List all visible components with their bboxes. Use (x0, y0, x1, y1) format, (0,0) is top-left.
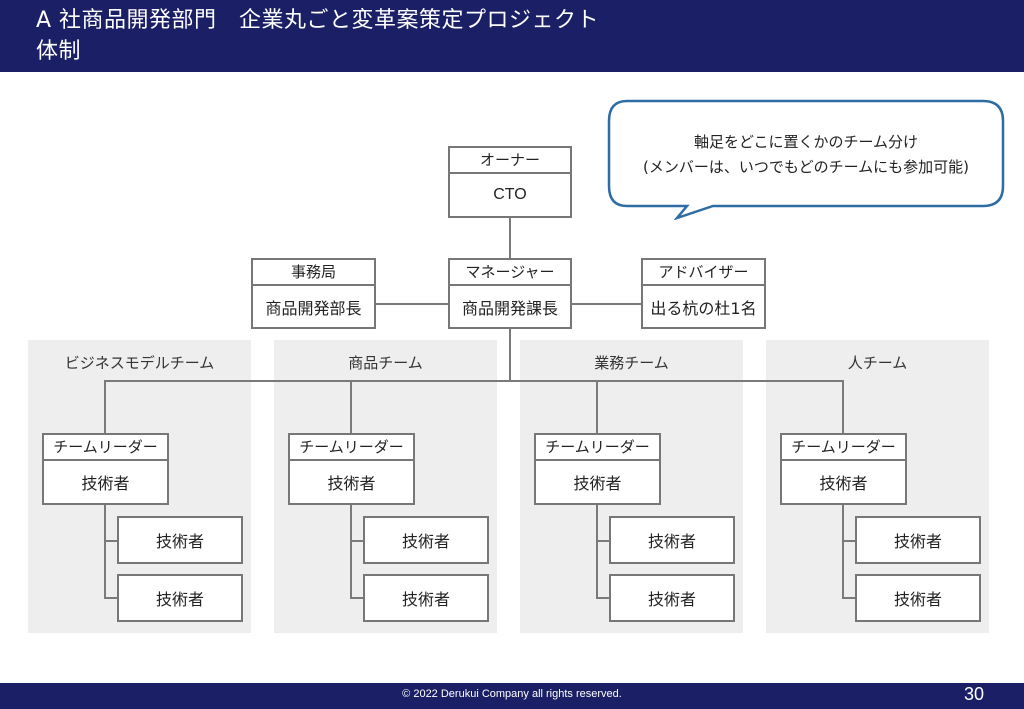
team2-leader-name: 技術者 (327, 474, 376, 493)
team1-member2-name: 技術者 (155, 590, 204, 609)
slide-title: A 社商品開発部門 企業丸ごと変革案策定プロジェクト 体制 (36, 5, 996, 67)
team1-member1-name: 技術者 (155, 532, 204, 551)
team-name-people: 人チーム (847, 354, 908, 372)
connector-team4-members (842, 505, 844, 598)
slide-title-line1: A 社商品開発部門 企業丸ごと変革案策定プロジェクト (36, 8, 600, 33)
team3-leader-box: チームリーダー 技術者 (534, 433, 661, 505)
connector-team1-members (104, 505, 106, 598)
team4-leader-role: チームリーダー (782, 435, 905, 461)
connector-team4-member1 (842, 540, 856, 542)
team-name-product: 商品チーム (348, 354, 423, 372)
team2-member2-name: 技術者 (401, 590, 450, 609)
advisor-name: 出る杭の杜1名 (650, 298, 757, 318)
team3-member1-box: 技術者 (609, 516, 735, 564)
team4-member2-name: 技術者 (893, 590, 942, 609)
team3-leader-role: チームリーダー (536, 435, 659, 461)
connector-team3-member2 (596, 597, 610, 599)
connector-bus-team4 (842, 380, 844, 434)
team2-member1-name: 技術者 (401, 532, 450, 551)
owner-name: CTO (493, 186, 527, 203)
team4-member1-box: 技術者 (855, 516, 981, 564)
connector-team1-member1 (104, 540, 118, 542)
callout-line2: (メンバーは、いつでもどのチームにも参加可能) (643, 158, 969, 176)
connector-team-bus (104, 380, 843, 382)
team3-member2-name: 技術者 (647, 590, 696, 609)
page-number: 30 (963, 684, 984, 704)
callout-text: 軸足をどこに置くかのチーム分け (メンバーは、いつでもどのチームにも参加可能) (612, 130, 1000, 180)
team4-leader-name: 技術者 (819, 474, 868, 493)
connector-team3-member1 (596, 540, 610, 542)
team2-leader-role: チームリーダー (290, 435, 413, 461)
team1-leader-role: チームリーダー (44, 435, 167, 461)
team4-member1-name: 技術者 (893, 532, 942, 551)
connector-office-manager (375, 303, 449, 305)
connector-team1-member2 (104, 597, 118, 599)
team1-leader-name: 技術者 (81, 474, 130, 493)
connector-manager-advisor (571, 303, 641, 305)
connector-manager-teams (509, 328, 511, 382)
team4-leader-box: チームリーダー 技術者 (780, 433, 907, 505)
advisor-box: アドバイザー 出る杭の杜1名 (641, 258, 766, 329)
team3-member2-box: 技術者 (609, 574, 735, 622)
connector-team2-member1 (350, 540, 364, 542)
team-name-operations: 業務チーム (594, 354, 669, 372)
copyright-text: © 2022 Derukui Company all rights reserv… (402, 688, 622, 700)
advisor-role: アドバイザー (643, 260, 764, 286)
owner-role: オーナー (450, 148, 570, 174)
team2-member1-box: 技術者 (363, 516, 489, 564)
team1-member2-box: 技術者 (117, 574, 243, 622)
team2-member2-box: 技術者 (363, 574, 489, 622)
owner-box: オーナー CTO (448, 146, 572, 218)
team3-member1-name: 技術者 (647, 532, 696, 551)
team1-leader-box: チームリーダー 技術者 (42, 433, 169, 505)
callout-bubble (607, 99, 1005, 220)
connector-team2-members (350, 505, 352, 598)
slide-title-line2: 体制 (36, 39, 82, 64)
manager-role: マネージャー (450, 260, 570, 286)
connector-bus-team2 (350, 380, 352, 434)
connector-team4-member2 (842, 597, 856, 599)
team-name-business-model: ビジネスモデルチーム (64, 354, 215, 372)
manager-name: 商品開発課長 (461, 298, 558, 318)
connector-owner-manager (509, 217, 511, 259)
connector-team3-members (596, 505, 598, 598)
footer-bar: © 2022 Derukui Company all rights reserv… (0, 683, 1024, 709)
manager-box: マネージャー 商品開発課長 (448, 258, 572, 329)
office-box: 事務局 商品開発部長 (251, 258, 376, 329)
team1-member1-box: 技術者 (117, 516, 243, 564)
connector-bus-team1 (104, 380, 106, 434)
team3-leader-name: 技術者 (573, 474, 622, 493)
team2-leader-box: チームリーダー 技術者 (288, 433, 415, 505)
office-role: 事務局 (253, 260, 374, 286)
connector-bus-team3 (596, 380, 598, 434)
title-bar: A 社商品開発部門 企業丸ごと変革案策定プロジェクト 体制 (0, 0, 1024, 72)
team4-member2-box: 技術者 (855, 574, 981, 622)
connector-team2-member2 (350, 597, 364, 599)
callout-line1: 軸足をどこに置くかのチーム分け (693, 133, 919, 151)
office-name: 商品開発部長 (265, 298, 362, 318)
